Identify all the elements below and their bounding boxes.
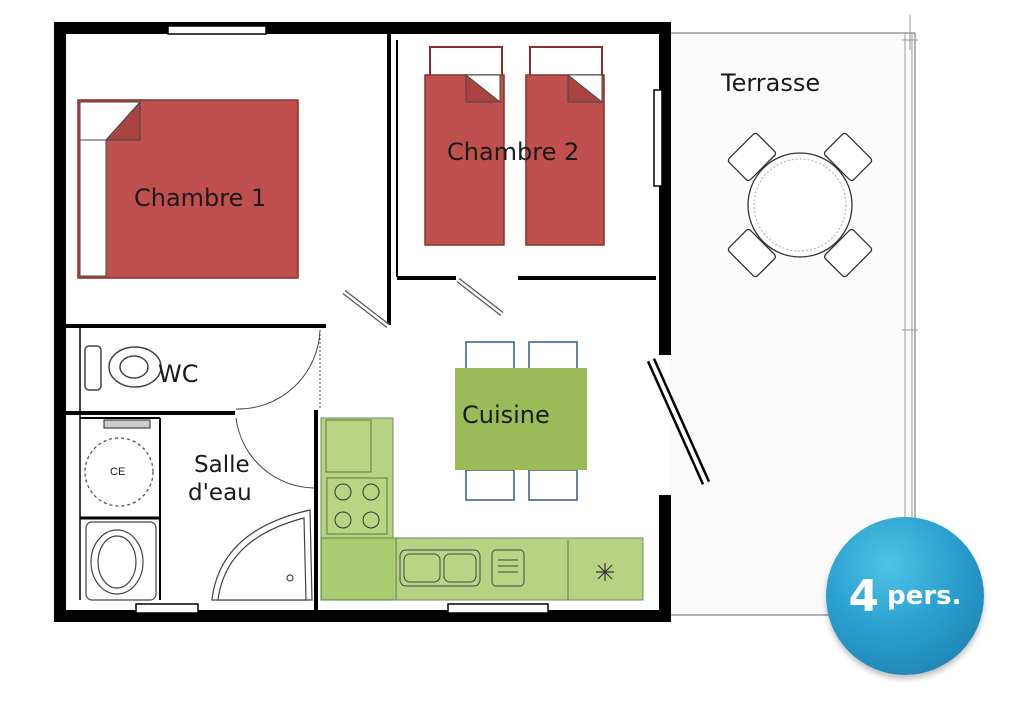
label-terrasse: Terrasse xyxy=(721,69,821,97)
label-wc: WC xyxy=(158,360,199,388)
toilet xyxy=(84,345,162,391)
interior-walls xyxy=(66,34,656,620)
bathroom-fixtures xyxy=(84,419,313,601)
outer-walls xyxy=(54,22,711,622)
kitchen-counters xyxy=(320,417,644,601)
label-chambre-1: Chambre 1 xyxy=(134,184,267,212)
beds-chambre-2 xyxy=(424,46,605,246)
capacity-badge: 4 pers. xyxy=(826,517,984,675)
label-salle-d-eau-line2: d'eau xyxy=(188,480,252,506)
label-ce: CE xyxy=(110,466,126,478)
label-salle-d-eau-line1: Salle xyxy=(194,452,250,478)
capacity-number: 4 xyxy=(848,570,880,622)
capacity-unit: pers. xyxy=(887,581,962,611)
door-swings xyxy=(235,278,504,489)
kitchen-table xyxy=(455,341,587,501)
bed-chambre-1 xyxy=(77,99,299,279)
label-cuisine: Cuisine xyxy=(462,401,550,429)
label-chambre-2: Chambre 2 xyxy=(447,138,580,166)
terrace-table xyxy=(727,132,873,278)
